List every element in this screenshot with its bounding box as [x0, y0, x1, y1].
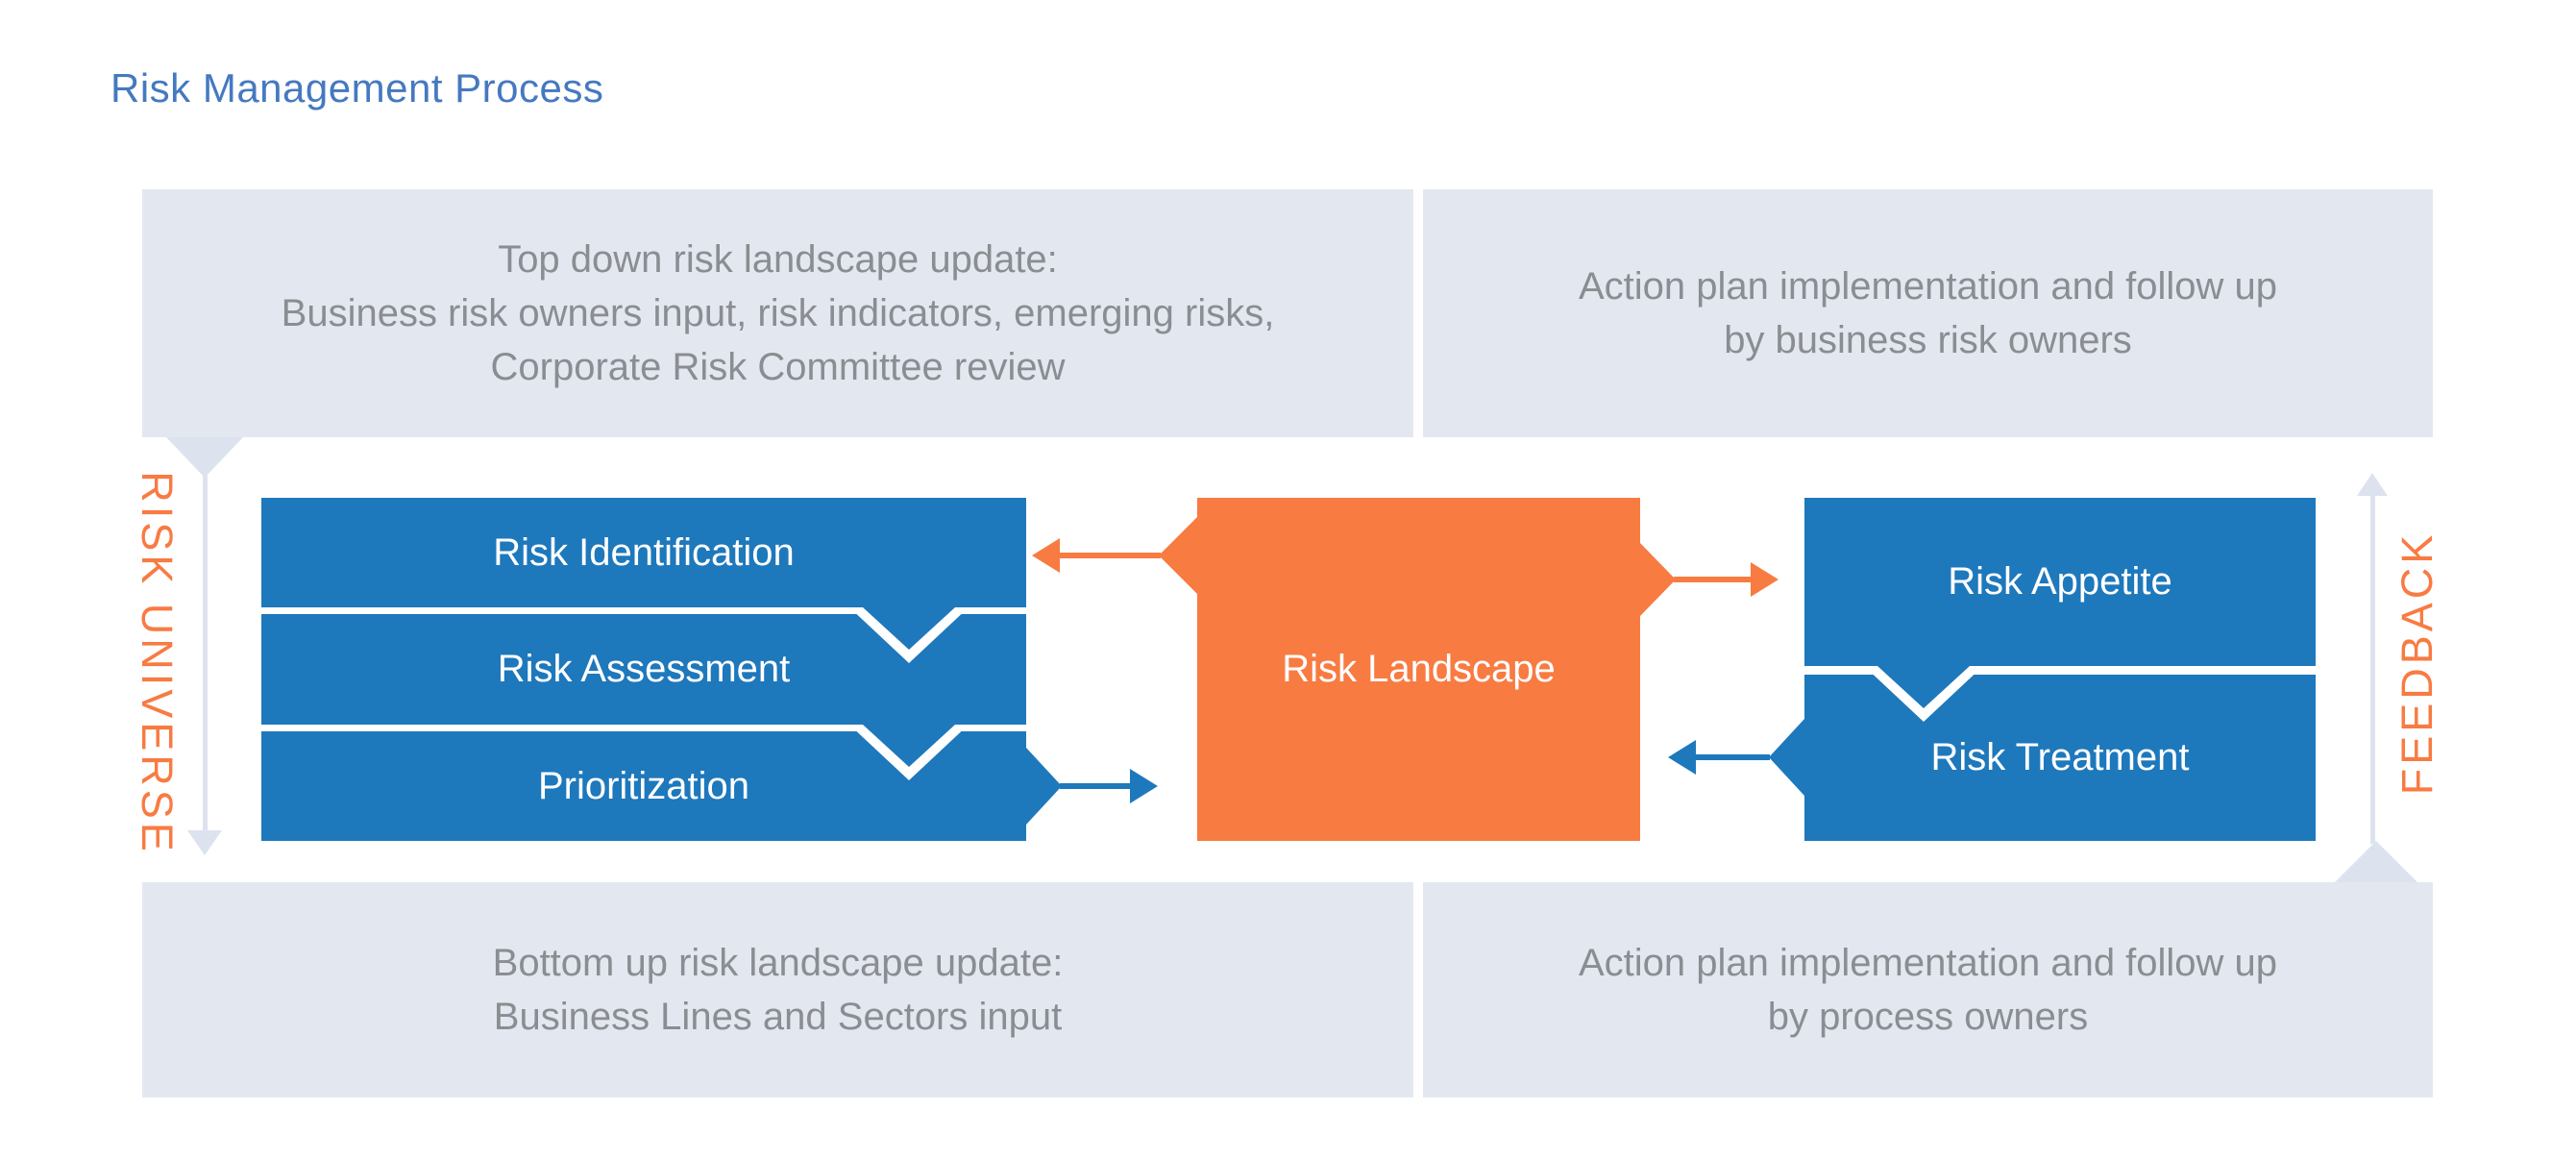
- panel-text-line: Business Lines and Sectors input: [493, 996, 1063, 1038]
- risk-universe-down-arrowhead-icon: [187, 830, 222, 855]
- panel-text-line: by business risk owners: [1724, 319, 2132, 361]
- step-label: Prioritization: [537, 764, 750, 807]
- panel-text-line: Action plan implementation and follow up: [1578, 942, 2278, 984]
- treatment-to-landscape-arrow: [1695, 754, 1770, 760]
- prioritization-to-landscape-arrow: [1060, 783, 1131, 789]
- panel-text-line: by process owners: [1767, 996, 2089, 1038]
- panel-text-line: Corporate Risk Committee review: [490, 346, 1066, 388]
- panel-action-plan-business: Action plan implementation and follow up…: [1423, 189, 2433, 437]
- right-arrowhead-icon: [1751, 562, 1779, 597]
- panel-text-line: Bottom up risk landscape update:: [492, 942, 1064, 984]
- left-arrowhead-icon: [1668, 740, 1696, 775]
- risk-landscape-label: Risk Landscape: [1282, 648, 1556, 690]
- step-label: Risk Treatment: [1930, 736, 2190, 778]
- panel-text-line: Action plan implementation and follow up: [1578, 265, 2278, 308]
- risk-landscape-box: Risk Landscape: [1197, 498, 1640, 841]
- risk-universe-rail-line: [203, 468, 208, 833]
- panel-text-line: Business risk owners input, risk indicat…: [281, 292, 1275, 334]
- step-label: Risk Assessment: [497, 648, 791, 690]
- feedback-start-triangle: [2335, 841, 2417, 882]
- feedback-rail-line: [2370, 492, 2375, 844]
- feedback-up-arrowhead-icon: [2357, 473, 2388, 496]
- panel-bottom-up-update: Bottom up risk landscape update: Busines…: [142, 882, 1413, 1097]
- risk-universe-label: RISK UNIVERSE: [133, 471, 182, 855]
- treatment-point-icon: [1769, 719, 1804, 796]
- feedback-label: FEEDBACK: [2392, 530, 2441, 796]
- prioritization-point-icon: [1026, 748, 1062, 825]
- step-risk-appetite: Risk Appetite: [1804, 498, 2316, 666]
- panel-action-plan-process: Action plan implementation and follow up…: [1423, 882, 2433, 1097]
- step-risk-identification: Risk Identification: [261, 498, 1026, 607]
- right-arrowhead-icon: [1130, 769, 1158, 803]
- landscape-left-point-icon: [1159, 517, 1197, 594]
- step-label: Risk Identification: [493, 530, 795, 574]
- chevron-tab-down-icon: [863, 725, 955, 767]
- landscape-right-point-icon: [1640, 543, 1676, 616]
- chevron-tab-down-icon: [863, 607, 955, 650]
- left-arrowhead-icon: [1032, 538, 1060, 573]
- landscape-to-appetite-arrow: [1674, 577, 1753, 582]
- panel-top-down-update: Top down risk landscape update: Business…: [142, 189, 1413, 437]
- chevron-tab-down-icon: [1877, 666, 1970, 708]
- panel-text-line: Top down risk landscape update:: [498, 238, 1058, 281]
- step-label: Risk Appetite: [1948, 560, 2172, 603]
- landscape-to-identification-arrow: [1059, 553, 1161, 558]
- page-title: Risk Management Process: [110, 65, 604, 111]
